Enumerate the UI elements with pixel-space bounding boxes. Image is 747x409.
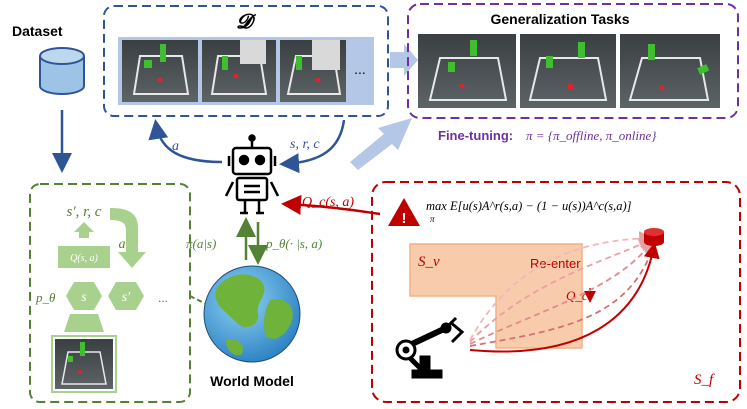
encoder-trapezoid [64,314,104,332]
reenter-label: Re-enter [530,256,581,271]
q-box-label: Q(s, a) [70,253,98,264]
dataset-symbol: 𝓓 [236,11,256,33]
world-model-title: World Model [210,373,294,389]
robot-icon [224,134,280,215]
wm-ellipsis: ... [158,291,168,305]
qc-label: Q_c [566,288,588,303]
dataset-frame-2 [202,40,276,102]
wm-scene-frame [51,335,117,393]
wm-action-label: a [119,237,126,252]
finetune-formula: π = {π_offline, π_online} [526,128,657,143]
dataset-frame-1 [122,40,198,102]
earth-icon [203,265,301,363]
database-icon [39,47,85,95]
wm-up-arrow [74,222,94,238]
p-theta-label: p_θ [35,290,56,305]
wm-top-label: s′, r, c [67,204,102,220]
cost-arrow [281,194,381,216]
warning-icon: ! [388,198,420,227]
action-arrow [148,119,223,164]
task-frame-2 [520,34,616,108]
s-hexagon [66,282,102,310]
feasible-region-label: S_f [694,372,715,388]
s-prime-hexagon [108,282,144,310]
safety-objective: max E[u(s)A^r(s,a) − (1 − u(s))A^c(s,a)] [426,199,632,213]
svg-text:!: ! [402,210,407,227]
safety-max-sub: π [430,214,435,224]
wm-action-arrow [110,208,146,268]
to-generalization-arrow [390,44,418,76]
world-model-link [189,295,207,305]
model-label: p_θ(· |s, a) [265,236,322,251]
dataset-box [103,5,389,117]
task-frame-1 [418,34,516,108]
world-model-box [29,183,191,403]
unsafe-region [409,243,583,349]
unsafe-region-label: S_v [418,254,440,270]
dataset-ellipsis: ... [354,61,366,77]
safety-box [371,181,741,403]
generalization-box [407,3,739,119]
generalization-title: Generalization Tasks [490,11,629,27]
trajectories [469,231,660,353]
finetune-label: Fine-tuning: [438,128,513,143]
observation-arrow [279,119,346,174]
s-hexagon-label: s [81,290,87,305]
goal-cylinder-icon [644,228,664,246]
robot-arm-icon [395,316,465,379]
robot-to-generalization-arrow [350,118,412,170]
task-frame-3 [620,34,720,108]
dataset-title: Dataset [12,23,63,39]
cost-arrow-label: Q_c(s, a) [302,195,354,210]
q-box [58,246,110,268]
policy-label: π(a|s) [186,236,216,251]
dataset-frame-3 [280,40,346,102]
observation-arrow-label: s, r, c [290,137,320,152]
action-arrow-label: a [172,139,179,154]
s-prime-hexagon-label: s′ [122,290,131,305]
